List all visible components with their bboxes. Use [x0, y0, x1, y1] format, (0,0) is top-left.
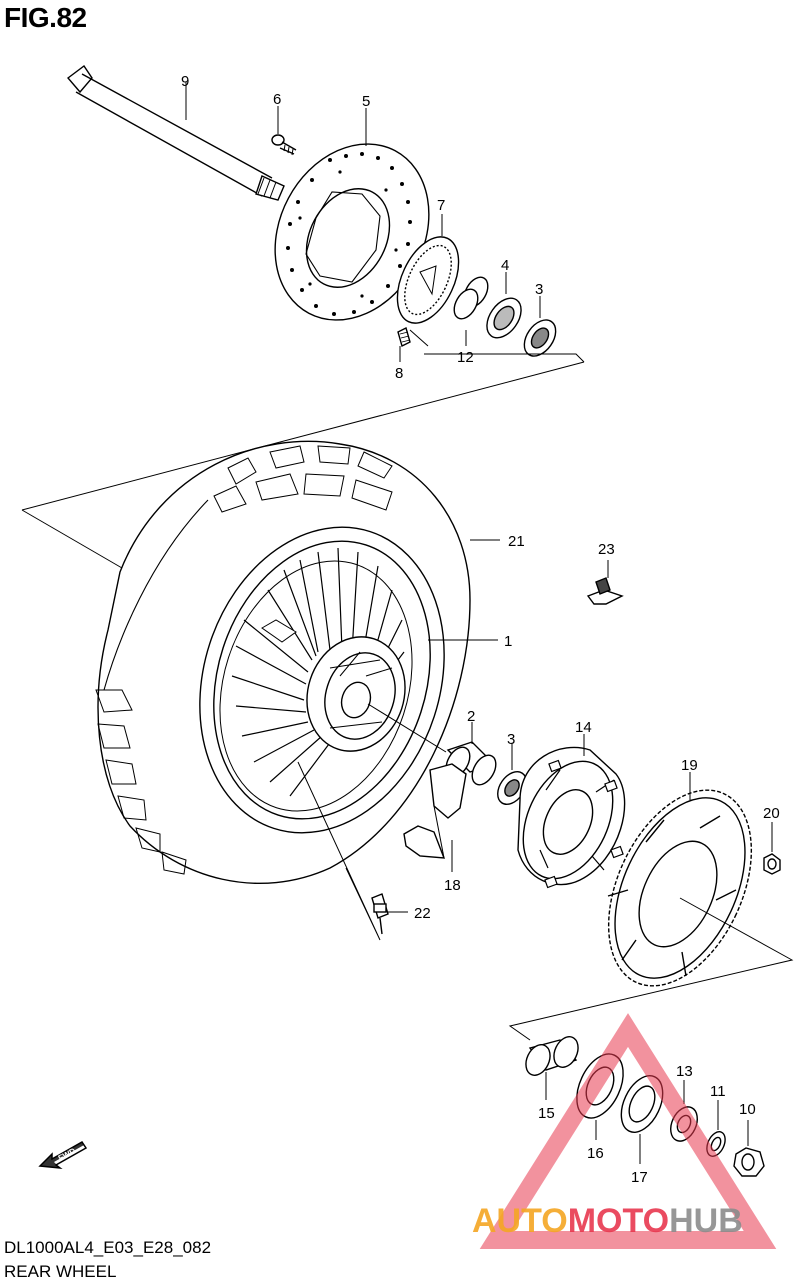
callout-3-upper: 3: [535, 281, 543, 298]
callout-20: 20: [763, 805, 780, 822]
callout-1: 1: [504, 633, 512, 650]
callout-18: 18: [444, 877, 461, 894]
callout-16: 16: [587, 1145, 604, 1162]
callout-5: 5: [362, 93, 370, 110]
seal-part-3-middle: [497, 744, 527, 805]
collar-part-15: [525, 1036, 579, 1100]
callout-7: 7: [437, 197, 445, 214]
valve-part-22: [371, 893, 408, 935]
balance-weight-part-23: [586, 560, 624, 605]
diagram-caption: REAR WHEEL: [4, 1262, 117, 1281]
callout-17: 17: [631, 1169, 648, 1186]
callout-8: 8: [395, 365, 403, 382]
sensor-rotor-part-7: [396, 214, 460, 324]
callout-10: 10: [739, 1101, 756, 1118]
figure-title: FIG.82: [4, 2, 87, 33]
callout-21: 21: [508, 533, 525, 550]
callout-14: 14: [575, 719, 592, 736]
spacer-part-12: [453, 276, 489, 346]
callout-19: 19: [681, 757, 698, 774]
bolt-part-6: [271, 106, 297, 156]
axle-part-9: [66, 64, 285, 201]
seal-part-3-upper: [523, 296, 557, 357]
watermark-auto: AUTO: [472, 1202, 568, 1240]
diagram-code: DL1000AL4_E03_E28_082: [4, 1238, 212, 1257]
axle-nut-part-10: [733, 1120, 765, 1177]
watermark-text: AUTOMOTOHUB: [472, 1202, 743, 1240]
callout-15: 15: [538, 1105, 555, 1122]
callout-labels: 1 2 3 3 4 5 6 7 8 9 10 11 12 13 14 15 16…: [181, 73, 780, 1186]
sprocket-carrier-part-14: [517, 734, 626, 889]
forward-direction-arrow-icon: FWD: [38, 1141, 88, 1170]
brake-disc-part-5: [274, 108, 430, 321]
callout-23: 23: [598, 541, 615, 558]
bolt-part-8: [397, 326, 429, 362]
svg-text:AUTOMOTOHUB: AUTOMOTOHUB: [472, 1202, 743, 1240]
seal-part-17: [620, 1075, 664, 1164]
watermark-hub: HUB: [669, 1202, 743, 1240]
watermark-triangle-logo: [479, 1013, 777, 1249]
watermark-moto: MOTO: [568, 1202, 669, 1240]
nut-part-20: [763, 822, 781, 875]
sprocket-part-19: [607, 772, 753, 987]
callout-22: 22: [414, 905, 431, 922]
callout-2: 2: [467, 708, 475, 725]
wheel-rim-part-1: [199, 526, 498, 834]
callout-6: 6: [273, 91, 281, 108]
callout-3-middle: 3: [507, 731, 515, 748]
bearing-part-4: [486, 272, 522, 339]
callout-9: 9: [181, 73, 189, 90]
callout-13: 13: [676, 1063, 693, 1080]
callout-11: 11: [710, 1083, 726, 1100]
callout-12: 12: [457, 349, 474, 366]
damper-part-18: [403, 763, 467, 872]
callout-4: 4: [501, 257, 509, 274]
